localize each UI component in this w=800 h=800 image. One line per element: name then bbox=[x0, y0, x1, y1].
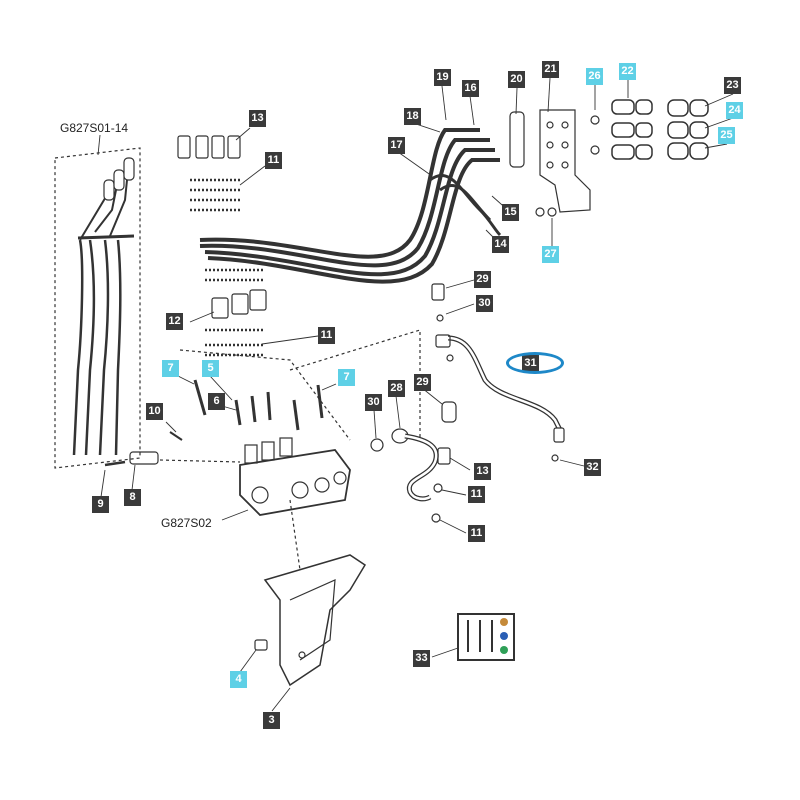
callout-8[interactable]: 8 bbox=[124, 489, 141, 506]
callout-11-low[interactable]: 11 bbox=[468, 486, 485, 503]
callout-26[interactable]: 26 bbox=[586, 68, 603, 85]
callout-5[interactable]: 5 bbox=[202, 360, 219, 377]
valve-column-parts bbox=[177, 135, 421, 441]
leader-lines bbox=[97, 77, 734, 712]
callout-11-mid[interactable]: 11 bbox=[318, 327, 335, 344]
highlight-ring-31 bbox=[506, 352, 564, 374]
callout-30-top[interactable]: 30 bbox=[476, 295, 493, 312]
callout-18[interactable]: 18 bbox=[404, 108, 421, 125]
callout-23[interactable]: 23 bbox=[724, 77, 741, 94]
callout-16[interactable]: 16 bbox=[462, 80, 479, 97]
callout-11-top[interactable]: 11 bbox=[265, 152, 282, 169]
callout-4[interactable]: 4 bbox=[230, 671, 247, 688]
callout-17[interactable]: 17 bbox=[388, 137, 405, 154]
seal-kit bbox=[457, 613, 515, 661]
callout-9[interactable]: 9 bbox=[92, 496, 109, 513]
callout-7-left[interactable]: 7 bbox=[162, 360, 179, 377]
callout-12[interactable]: 12 bbox=[166, 313, 183, 330]
callout-6[interactable]: 6 bbox=[208, 393, 225, 410]
coupler-brackets bbox=[509, 99, 709, 217]
callout-22[interactable]: 22 bbox=[619, 63, 636, 80]
callout-24[interactable]: 24 bbox=[726, 102, 743, 119]
callout-10[interactable]: 10 bbox=[146, 403, 163, 420]
group-label-valve: G827S02 bbox=[161, 516, 212, 530]
mounting-bracket bbox=[254, 499, 367, 687]
callout-29-top[interactable]: 29 bbox=[474, 271, 491, 288]
callout-7-right[interactable]: 7 bbox=[338, 369, 355, 386]
hydraulic-pipes bbox=[199, 128, 502, 284]
callout-13-top[interactable]: 13 bbox=[249, 110, 266, 127]
callout-15[interactable]: 15 bbox=[502, 204, 519, 221]
callout-14[interactable]: 14 bbox=[492, 236, 509, 253]
callout-33[interactable]: 33 bbox=[413, 650, 430, 667]
callout-19[interactable]: 19 bbox=[434, 69, 451, 86]
callout-32[interactable]: 32 bbox=[584, 459, 601, 476]
lever-assembly bbox=[54, 147, 141, 469]
callout-21[interactable]: 21 bbox=[542, 61, 559, 78]
callout-27[interactable]: 27 bbox=[542, 246, 559, 263]
callout-11-bottom[interactable]: 11 bbox=[468, 525, 485, 542]
group-label-levers: G827S01-14 bbox=[60, 121, 129, 135]
pipe-31 bbox=[431, 283, 565, 462]
callout-13-low[interactable]: 13 bbox=[474, 463, 491, 480]
pipe-28 bbox=[370, 401, 457, 523]
callout-20[interactable]: 20 bbox=[508, 71, 525, 88]
callout-3[interactable]: 3 bbox=[263, 712, 280, 729]
callout-29-mid[interactable]: 29 bbox=[414, 374, 431, 391]
control-valve bbox=[104, 431, 351, 516]
callout-28[interactable]: 28 bbox=[388, 380, 405, 397]
callout-25[interactable]: 25 bbox=[718, 127, 735, 144]
callout-30-mid[interactable]: 30 bbox=[365, 394, 382, 411]
